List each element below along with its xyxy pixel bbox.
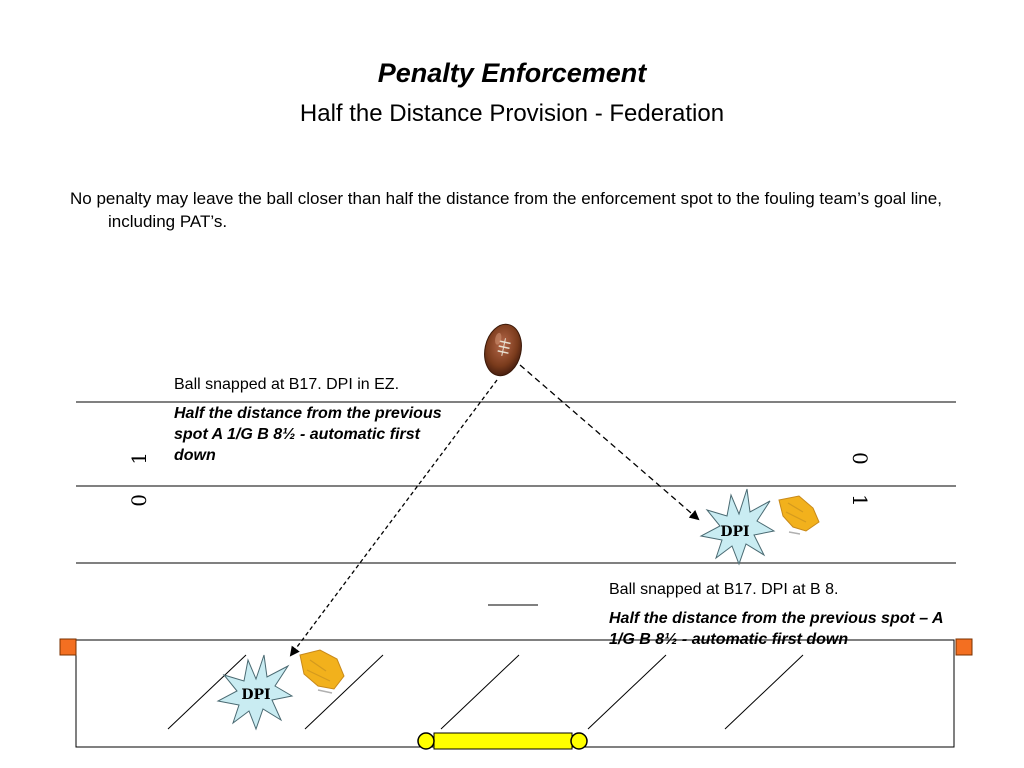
- penalty-flag-icon: [299, 649, 345, 694]
- dpi-burst-upper: [699, 488, 776, 566]
- dpi-burst-lower: [216, 654, 294, 731]
- goalpost-icon: [417, 732, 588, 750]
- penalty-flag-icon: [778, 495, 820, 535]
- page-title: Penalty Enforcement: [377, 58, 647, 88]
- yard-number: 0: [848, 452, 872, 465]
- dpi-label-upper: DPI: [720, 524, 749, 540]
- yard-number: 1: [848, 494, 872, 507]
- yard-number: 0: [127, 494, 151, 507]
- end-zone-stripes: [167, 654, 804, 730]
- scenario-caption-1: Ball snapped at B17. DPI in EZ. Half the…: [174, 374, 464, 466]
- pylon-icon: [59, 638, 77, 656]
- football-icon: [484, 323, 522, 377]
- page-subtitle: Half the Distance Provision - Federation: [299, 100, 725, 127]
- scenario-caption-2: Ball snapped at B17. DPI at B 8. Half th…: [609, 579, 949, 650]
- arrow-to-dpi-upper: [519, 364, 700, 521]
- dpi-label-lower: DPI: [241, 687, 270, 703]
- pylon-icon: [955, 638, 973, 656]
- yard-number: 1: [127, 452, 151, 465]
- end-zone: [75, 639, 955, 748]
- arrow-to-dpi-lower: [289, 379, 498, 657]
- scenario-situation: Ball snapped at B17. DPI at B 8.: [609, 581, 839, 598]
- rule-statement: No penalty may leave the ball closer tha…: [70, 189, 942, 231]
- scenario-result: Half the distance from the previous spot…: [609, 610, 943, 648]
- scenario-result: Half the distance from the previous spot…: [174, 405, 442, 464]
- scenario-situation: Ball snapped at B17. DPI in EZ.: [174, 376, 400, 393]
